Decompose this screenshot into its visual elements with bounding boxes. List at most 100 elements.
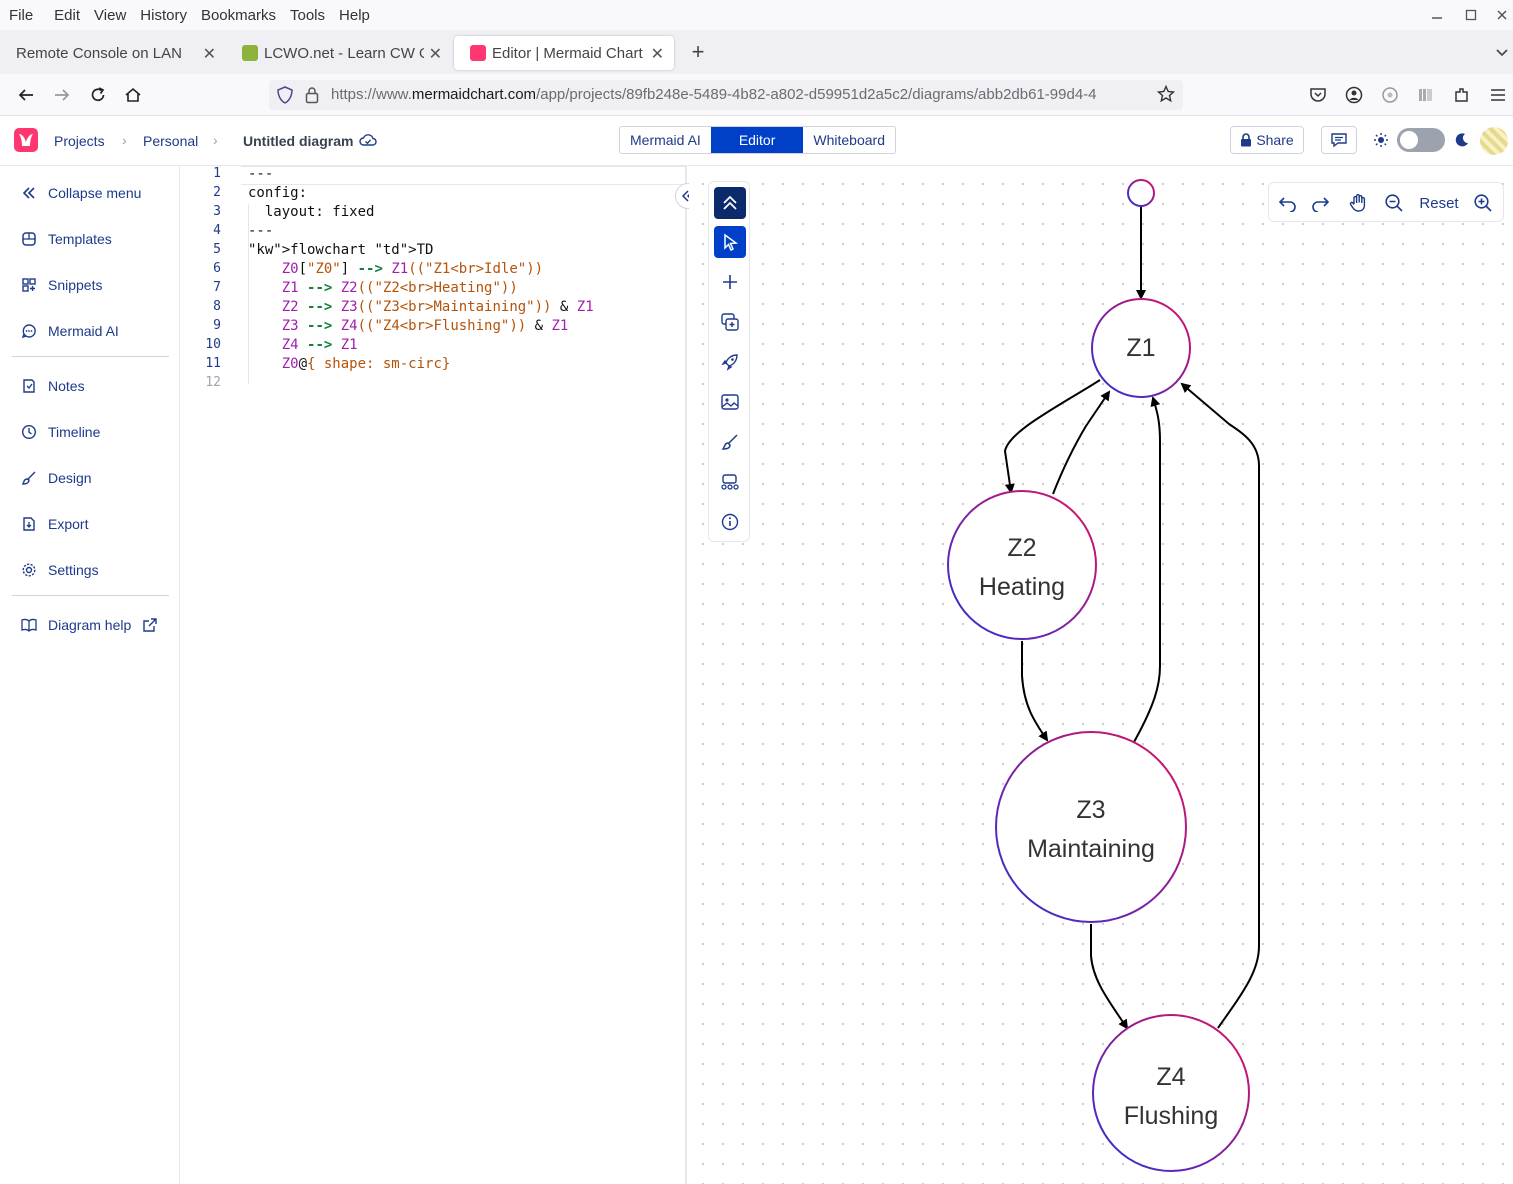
code-editor[interactable]: 1 2 3 4 5 6 7 8 9 10 11 12 ---config: la… <box>181 166 687 1184</box>
menu-file[interactable]: File <box>9 6 34 24</box>
code-line[interactable]: Z0["Z0"] --> Z1(("Z1<br>Idle")) <box>281 261 544 277</box>
moon-icon <box>1454 132 1470 151</box>
sidebar-item-snippets[interactable]: Snippets <box>20 276 102 294</box>
code-line[interactable]: config: <box>248 185 308 201</box>
node-z2[interactable] <box>947 490 1097 640</box>
redo-button[interactable] <box>1309 191 1331 215</box>
line-number: 4 <box>213 223 221 238</box>
node-z2-label-2: Heating <box>979 573 1065 601</box>
sidebar-item-design[interactable]: Design <box>20 469 92 487</box>
diagram-title[interactable]: Untitled diagram <box>243 133 354 149</box>
style-brush-button[interactable] <box>714 426 746 458</box>
diagram-canvas[interactable]: Z1 Z2 Heating Z3 Maintaining Z4 Flushing <box>689 166 1513 1184</box>
sidebar-item-notes[interactable]: Notes <box>20 377 85 395</box>
pan-button[interactable] <box>1347 191 1369 215</box>
breadcrumb-personal[interactable]: Personal <box>143 133 199 149</box>
edge-z2-z3[interactable] <box>1021 641 1049 742</box>
node-z1[interactable] <box>1091 298 1191 398</box>
avatar[interactable] <box>1480 127 1508 155</box>
breadcrumb-projects[interactable]: Projects <box>54 133 105 149</box>
add-shape-button[interactable] <box>714 306 746 338</box>
menu-history[interactable]: History <box>140 6 187 24</box>
new-tab-icon[interactable]: + <box>691 39 705 64</box>
edge-z3-z1[interactable] <box>1133 396 1161 743</box>
tab-mermaid-editor[interactable]: Editor | Mermaid Chart ✕ <box>454 36 674 70</box>
menu-edit[interactable]: Edit <box>54 6 81 24</box>
shield-icon[interactable] <box>277 86 293 107</box>
pocket-icon[interactable] <box>1306 83 1330 107</box>
canvas-toolbar <box>708 181 750 542</box>
comments-button[interactable] <box>1321 126 1357 154</box>
edge-z3-z4[interactable] <box>1090 924 1129 1030</box>
sidebar-item-diagram-help[interactable]: Diagram help <box>20 616 159 634</box>
reload-icon[interactable] <box>86 83 110 107</box>
tab-list-chevron-down-icon[interactable] <box>1490 40 1513 64</box>
library-icon[interactable] <box>1414 83 1438 107</box>
undo-icon <box>1278 197 1296 212</box>
node-z4[interactable] <box>1092 1014 1250 1172</box>
code-line[interactable]: layout: fixed <box>248 204 375 220</box>
code-line[interactable]: --- <box>248 223 274 239</box>
image-button[interactable] <box>714 386 746 418</box>
tab-mermaid-ai[interactable]: Mermaid AI <box>630 132 701 148</box>
undo-button[interactable] <box>1277 191 1299 215</box>
code-line[interactable]: "kw">flowchart "td">TD <box>248 242 434 258</box>
menu-bookmarks[interactable]: Bookmarks <box>200 6 276 24</box>
add-node-button[interactable] <box>714 266 746 298</box>
tab-editor[interactable]: Editor <box>710 127 804 153</box>
collapse-toolbar-button[interactable] <box>714 187 746 219</box>
tab-whiteboard[interactable]: Whiteboard <box>813 132 885 148</box>
edge-z1-z2[interactable] <box>1003 379 1101 494</box>
tab-remote-console[interactable]: Remote Console on LAN ✕ <box>0 36 226 70</box>
sidebar-item-settings[interactable]: Settings <box>20 561 99 579</box>
zoom-in-button[interactable] <box>1472 191 1494 215</box>
rocket-button[interactable] <box>714 346 746 378</box>
bookmark-star-icon[interactable] <box>1156 84 1176 106</box>
sidebar-item-export[interactable]: Export <box>20 515 88 533</box>
back-arrow-icon[interactable] <box>14 83 38 107</box>
code-line[interactable]: Z3 --> Z4(("Z4<br>Flushing")) & Z1 <box>281 318 569 334</box>
snippets-icon <box>20 276 38 294</box>
code-line[interactable]: --- <box>248 166 274 182</box>
maximize-icon[interactable] <box>1462 6 1480 24</box>
share-button[interactable]: Share <box>1230 126 1304 154</box>
code-line[interactable]: Z4 --> Z1 <box>281 337 358 353</box>
menu-help[interactable]: Help <box>339 6 370 24</box>
code-line[interactable]: Z0@{ shape: sm-circ} <box>281 356 451 372</box>
minimize-icon[interactable] <box>1428 6 1446 24</box>
tab-lcwo[interactable]: LCWO.net - Learn CW On ✕ <box>226 36 452 70</box>
menu-view[interactable]: View <box>94 6 127 24</box>
close-icon[interactable]: ✕ <box>650 46 664 63</box>
code-line[interactable]: Z2 --> Z3(("Z3<br>Maintaining")) & Z1 <box>281 299 594 315</box>
puzzle-extensions-icon[interactable] <box>1450 83 1474 107</box>
home-icon[interactable] <box>121 83 145 107</box>
mermaid-logo-icon[interactable] <box>14 128 38 152</box>
indent-guide <box>248 204 249 384</box>
lock-icon[interactable] <box>305 86 319 107</box>
sidebar-item-mermaid-ai[interactable]: Mermaid AI <box>20 322 119 340</box>
extension-icon[interactable] <box>1378 83 1402 107</box>
menu-tools[interactable]: Tools <box>289 6 326 24</box>
url-bar[interactable]: https://www.mermaidchart.com/app/project… <box>269 80 1183 110</box>
zoom-out-button[interactable] <box>1383 191 1405 215</box>
sidebar-divider <box>12 595 169 596</box>
info-button[interactable] <box>714 506 746 538</box>
close-icon[interactable]: ✕ <box>428 46 442 63</box>
edge-z4-z1[interactable] <box>1180 382 1260 1029</box>
close-window-icon[interactable] <box>1493 6 1511 24</box>
theme-toggle[interactable] <box>1397 128 1445 152</box>
select-tool-button[interactable] <box>714 226 746 258</box>
node-z0[interactable] <box>1127 179 1155 207</box>
close-icon[interactable]: ✕ <box>202 46 216 63</box>
sidebar-item-collapse-menu[interactable]: Collapse menu <box>20 184 141 202</box>
sidebar-item-timeline[interactable]: Timeline <box>20 423 100 441</box>
node-z3[interactable] <box>995 731 1187 923</box>
hamburger-menu-icon[interactable] <box>1486 83 1510 107</box>
account-icon[interactable] <box>1342 83 1366 107</box>
layout-button[interactable] <box>714 466 746 498</box>
code-line[interactable]: Z1 --> Z2(("Z2<br>Heating")) <box>281 280 518 296</box>
edge-z2-z1[interactable] <box>1052 390 1111 495</box>
zoom-reset-button[interactable]: Reset <box>1419 194 1459 212</box>
forward-arrow-icon[interactable] <box>50 83 74 107</box>
sidebar-item-templates[interactable]: Templates <box>20 230 112 248</box>
